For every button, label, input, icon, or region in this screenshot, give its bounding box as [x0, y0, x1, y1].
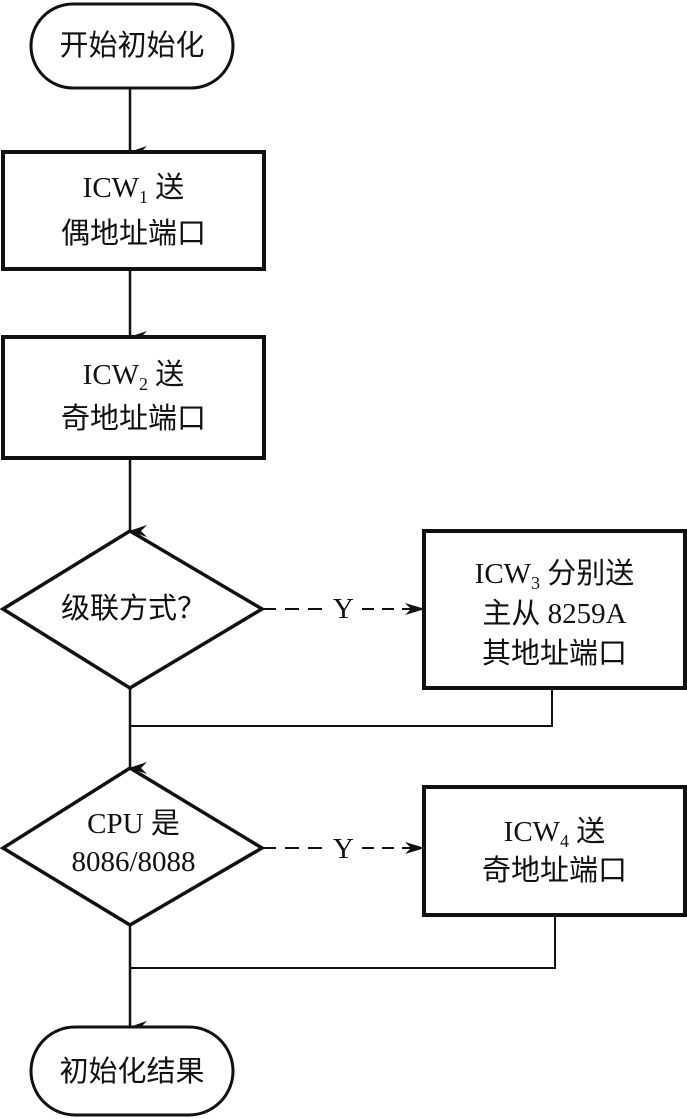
icw1-box: [1, 150, 266, 271]
icw4-label-line2: 奇地址端口: [481, 855, 627, 887]
merge-line-1: [130, 688, 553, 727]
icw1-sub: 1: [139, 187, 149, 207]
icw4-prefix: ICW: [503, 816, 561, 848]
start-terminal: [29, 2, 235, 90]
decision1-label: 级联方式？: [60, 593, 206, 625]
icw2-suffix: 送: [148, 359, 185, 391]
end-terminal: [29, 1025, 235, 1117]
icw4-label-line1: ICW4 送: [424, 812, 685, 852]
icw1-label-line2: 偶地址端口: [60, 218, 206, 250]
icw3-sub: 3: [531, 573, 541, 593]
yes1-label: Y: [331, 593, 356, 625]
icw1-suffix: 送: [148, 172, 185, 204]
icw3-label-line2: 主从 8259A: [482, 598, 627, 630]
decision2-label-line2: 8086/8088: [71, 846, 196, 878]
icw4-suffix: 送: [569, 816, 606, 848]
icw2-box: [1, 335, 266, 460]
start-label: 开始初始化: [59, 30, 205, 62]
yes2-label: Y: [331, 833, 356, 865]
icw3-label-line1: ICW3 分别送: [424, 554, 685, 594]
icw1-label-line1: ICW1 送: [3, 168, 264, 208]
icw2-label-line2: 奇地址端口: [60, 403, 206, 435]
icw3-prefix: ICW: [474, 558, 532, 590]
icw3-suffix: 分别送: [540, 558, 635, 590]
icw1-prefix: ICW: [82, 172, 140, 204]
icw3-box: [422, 529, 687, 690]
decision2-label-line1: CPU 是: [87, 808, 180, 840]
icw3-label-line3: 其地址端口: [481, 638, 627, 670]
icw2-label-line1: ICW2 送: [3, 355, 264, 395]
merge-line-2: [130, 915, 556, 969]
end-label: 初始化结果: [59, 1056, 205, 1088]
icw2-prefix: ICW: [82, 359, 140, 391]
icw4-sub: 4: [560, 831, 570, 851]
icw2-sub: 2: [139, 374, 149, 394]
